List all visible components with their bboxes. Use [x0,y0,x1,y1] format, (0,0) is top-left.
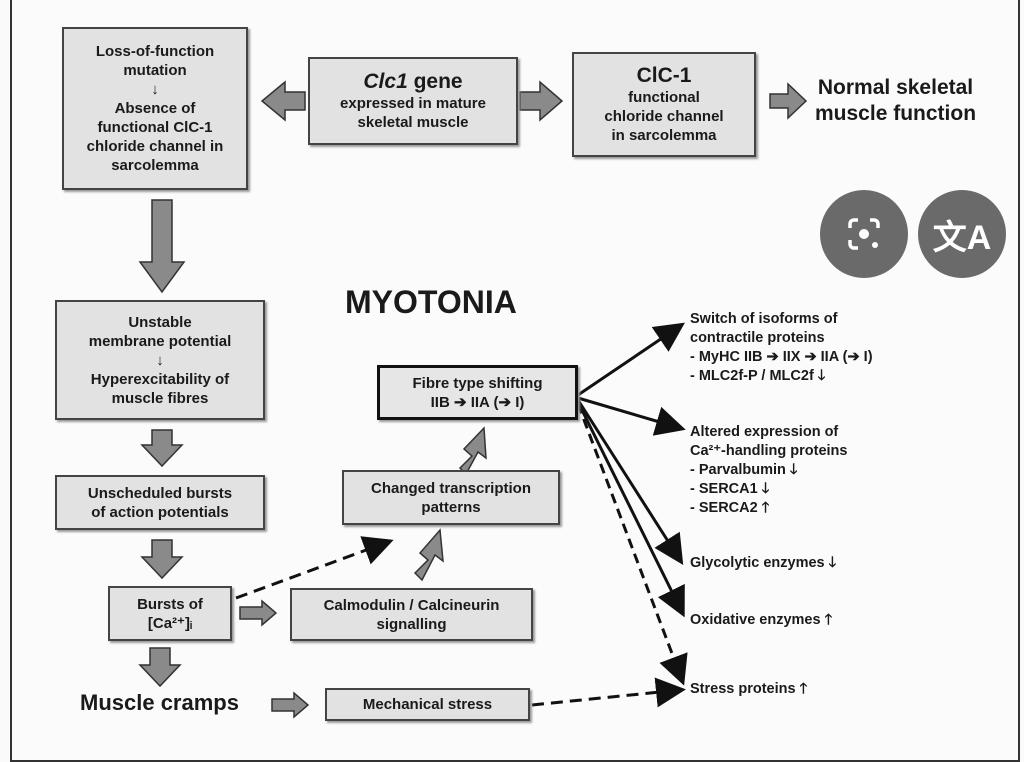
fibre-shifting-box: Fibre type shifting IIB ➔ IIA (➔ I) [377,365,578,420]
block-arrow-ca-to-calmodulin [239,599,278,627]
block-arrow-calmodulin-to-transcription [413,528,444,582]
box-line: of action potentials [91,503,229,521]
block-arrow-gene-to-clc [519,80,564,122]
box-line: signalling [376,615,447,633]
translate-button[interactable]: 文A [918,190,1006,278]
unstable-membrane-box: Unstable membrane potential ↓ Hyperexcit… [55,300,265,420]
box-line: Absence of [114,100,196,117]
camera-lens-icon [848,218,880,250]
box-line: functional ClC-1 [97,119,213,136]
muscle-cramps-text: Muscle cramps [80,690,239,715]
box-line: patterns [421,498,481,516]
box-line: Unscheduled bursts [87,484,233,502]
arrow-fibre-to-altered [577,396,686,436]
box-line: membrane potential [88,332,232,350]
normal-function-text: Normal skeletal muscle function [815,75,976,127]
text-line: - MyHC IIB ➔ IIX ➔ IIA (➔ I) [690,349,873,365]
box-line: Changed transcription [370,479,531,497]
outcome-oxidative: Oxidative enzymes 🡑 [690,612,833,628]
clc1-channel-box: ClC-1 functional chloride channel in sar… [572,52,756,157]
gene-suffix: gene [407,70,463,93]
block-arrow-transcription-to-fibre [458,426,487,476]
dashed-arrow-mech-to-stress [531,677,686,708]
mechanical-stress-box: Mechanical stress [325,688,530,721]
arrow-fibre-to-glycolytic [576,399,684,566]
transcription-box: Changed transcription patterns [342,470,560,525]
block-arrow-loss-to-unstable [138,199,186,294]
block-arrow-bursts-to-ca [140,539,184,580]
text-line: - SERCA2 🡑 [690,500,770,516]
dashed-arrow-ca-to-transcription [235,536,394,600]
box-line: in sarcolemma [611,127,717,144]
arrows-layer [138,80,808,719]
outcome-altered-expression: Altered expression of Ca²⁺-handling prot… [690,423,847,518]
block-arrow-cramps-to-mech [271,691,310,719]
box-line: IIB ➔ IIA (➔ I) [430,393,525,411]
text-line: - MLC2f-P / MLC2f 🡓 [690,368,826,384]
box-line: functional [628,89,700,106]
gene-title: Clc1 gene [363,70,462,94]
outcome-stress-proteins: Stress proteins 🡑 [690,681,808,697]
box-line: sarcolemma [111,157,199,174]
text-line: contractile proteins [690,330,825,346]
box-line: chloride channel in [86,138,224,155]
box-line: Bursts of [137,595,203,613]
box-line: Calmodulin / Calcineurin [323,596,500,614]
arrow-fibre-to-oxidative [576,401,685,618]
box-line: skeletal muscle [357,114,469,131]
box-line: Hyperexcitability of [90,370,230,388]
clc1-gene-box: Clc1 gene expressed in mature skeletal m… [308,57,518,145]
translate-icon: 文A [932,218,992,257]
arrow-fibre-to-switch [577,322,685,397]
gene-name: Clc1 [363,70,408,93]
text-line: Altered expression of [690,424,839,440]
diagram-title: MYOTONIA [345,284,517,320]
box-title: ClC-1 [636,64,692,87]
box-line: Loss-of-function [95,43,215,60]
down-arrow-icon: ↓ [156,351,164,369]
box-line: Fibre type shifting [412,374,543,392]
block-arrow-ca-down [138,647,182,688]
action-potentials-box: Unscheduled bursts of action potentials [55,475,265,530]
box-line: expressed in mature [340,95,486,112]
calmodulin-box: Calmodulin / Calcineurin signalling [290,588,533,641]
text-line: Normal skeletal [817,76,974,99]
outcome-switch-isoforms: Switch of isoforms of contractile protei… [690,310,873,386]
text-line: Switch of isoforms of [690,311,838,327]
box-line: mutation [123,62,187,79]
box-line: Unstable [128,313,192,331]
lens-search-button[interactable] [820,190,908,278]
calcium-bursts-box: Bursts of [Ca²⁺]ᵢ [108,586,232,641]
arrow-fibre-to-stress [576,403,688,686]
box-line: Mechanical stress [362,696,493,713]
text-line: - SERCA1 🡓 [690,481,770,497]
outcome-glycolytic: Glycolytic enzymes 🡓 [690,555,837,571]
block-arrow-unstable-to-bursts [140,429,184,468]
box-line: chloride channel [604,108,724,125]
loss-of-function-box: Loss-of-function mutation ↓ Absence of f… [62,27,248,190]
block-arrow-gene-to-loss [260,80,306,122]
text-line: Ca²⁺-handling proteins [690,443,848,459]
block-arrow-clc-to-normal [769,82,808,120]
text-line: muscle function [815,102,977,125]
text-line: - Parvalbumin 🡓 [690,462,798,478]
down-arrow-icon: ↓ [151,81,159,98]
box-line: muscle fibres [111,389,209,407]
box-line: [Ca²⁺]ᵢ [147,614,193,632]
